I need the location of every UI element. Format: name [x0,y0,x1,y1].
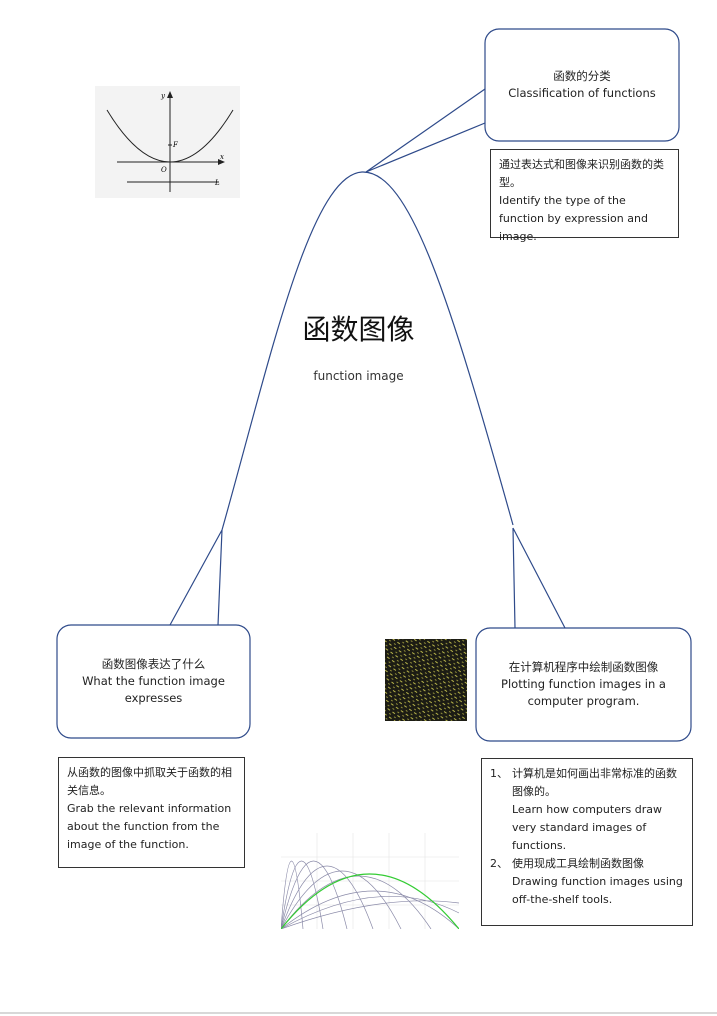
box-plotting-steps: 1、 计算机是如何画出非常标准的函数图像的。 Learn how compute… [481,758,693,926]
step-en: Learn how computers draw very standard i… [512,801,684,855]
step-zh: 使用现成工具绘制函数图像 [512,855,684,873]
box-classification-detail: 通过表达式和图像来识别函数的类型。 Identify the type of t… [490,149,679,238]
bubble-plotting-en: Plotting function images in a computer p… [490,676,677,710]
box-what-expresses-en: Grab the relevant information about the … [67,800,236,854]
box-classification-zh: 通过表达式和图像来识别函数的类型。 [499,156,670,192]
code-screen-image [385,639,467,721]
bubble-what-expresses-zh: 函数图像表达了什么 [102,656,206,673]
step-item: 2、 使用现成工具绘制函数图像 Drawing function images … [490,855,684,909]
parabola-graph-figure: y x O F L [95,86,240,198]
projectile-curves-figure [281,833,459,929]
bubble-classification-en: Classification of functions [508,85,655,102]
step-zh: 计算机是如何画出非常标准的函数图像的。 [512,765,684,801]
bubble-plotting: 在计算机程序中绘制函数图像 Plotting function images i… [476,628,691,741]
bubble-classification-zh: 函数的分类 [553,68,611,85]
bubble-plotting-zh: 在计算机程序中绘制函数图像 [509,659,659,676]
step-number: 1、 [490,765,508,783]
callout-bottom-left [170,530,222,625]
bubble-what-expresses-en: What the function image expresses [69,673,238,707]
bubble-what-expresses: 函数图像表达了什么 What the function image expres… [57,625,250,738]
steps-list: 1、 计算机是如何画出非常标准的函数图像的。 Learn how compute… [490,765,684,909]
box-classification-en: Identify the type of the function by exp… [499,192,670,246]
callout-bottom-right [513,528,565,628]
step-number: 2、 [490,855,508,873]
step-item: 1、 计算机是如何画出非常标准的函数图像的。 Learn how compute… [490,765,684,855]
parabola-outline [222,172,513,530]
box-what-expresses-detail: 从函数的图像中抓取关于函数的相关信息。 Grab the relevant in… [58,757,245,868]
axis-x-label: x [220,153,224,161]
box-what-expresses-zh: 从函数的图像中抓取关于函数的相关信息。 [67,764,236,800]
directrix-label: L [214,179,220,187]
bubble-classification: 函数的分类 Classification of functions [485,29,679,141]
main-subtitle: function image [0,369,717,383]
main-title: 函数图像 [0,308,717,348]
step-en: Drawing function images using off-the-sh… [512,873,684,909]
callout-top-right [366,89,485,172]
origin-label: O [161,166,167,174]
